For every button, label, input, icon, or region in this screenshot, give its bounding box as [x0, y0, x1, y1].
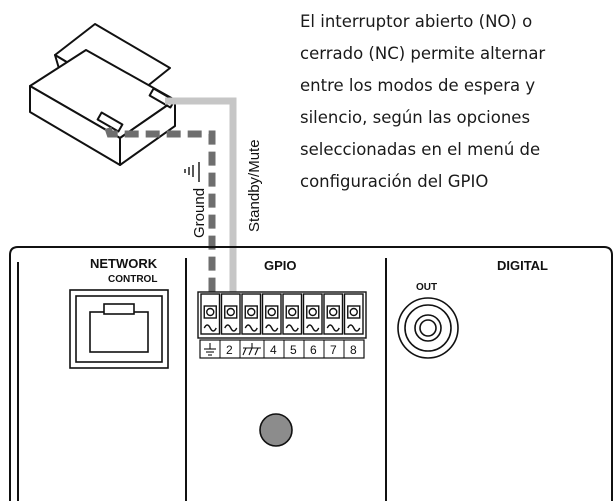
rocker-switch [29, 23, 176, 166]
pin-number: 7 [330, 343, 337, 357]
gpio-terminal [302, 293, 323, 335]
pin-number: 8 [350, 343, 357, 357]
digital-label: DIGITAL [497, 258, 548, 273]
digital-out-label: OUT [416, 282, 437, 293]
description-line: silencio, según las opciones [300, 108, 531, 127]
gpio-terminal [261, 293, 282, 335]
rca-jack-icon [397, 297, 459, 359]
standby-wire [165, 97, 237, 318]
network-label: NETWORK [90, 256, 158, 271]
gpio-terminal [241, 293, 262, 335]
description-line: entre los modos de espera y [300, 76, 536, 95]
gpio-terminal [200, 293, 221, 335]
device-panel [9, 246, 613, 501]
ethernet-port-icon [69, 289, 169, 369]
network-control-label: CONTROL [108, 274, 157, 285]
gpio-terminal [323, 293, 344, 335]
gpio-terminal-block [197, 291, 367, 339]
description-text: El interruptor abierto (NO) o cerrado (N… [300, 6, 612, 198]
ground-wire-label: Ground [191, 188, 208, 238]
gpio-pin-labels: 2 4 5 6 7 8 [199, 339, 365, 359]
pin-number: 6 [310, 343, 317, 357]
pin-number: 2 [226, 343, 233, 357]
pin-chassis-icon [242, 343, 261, 356]
gpio-label: GPIO [264, 258, 297, 273]
gpio-terminal [343, 293, 364, 335]
description-line: configuración del GPIO [300, 172, 489, 191]
gpio-knob [259, 413, 293, 447]
gpio-terminal [282, 293, 303, 335]
description-line: El interruptor abierto (NO) o [300, 12, 533, 31]
ground-symbol-icon [184, 162, 200, 182]
description-line: cerrado (NC) permite alternar [300, 44, 546, 63]
ground-wire [104, 126, 216, 318]
pin-ground-icon [204, 343, 216, 356]
gpio-terminal [220, 293, 241, 335]
description-line: seleccionadas en el menú de [300, 140, 541, 159]
pin-number: 5 [290, 343, 297, 357]
standby-wire-label: Standby/Mute [246, 139, 263, 232]
pin-number: 4 [270, 343, 277, 357]
switch-terminal-left [96, 111, 124, 133]
